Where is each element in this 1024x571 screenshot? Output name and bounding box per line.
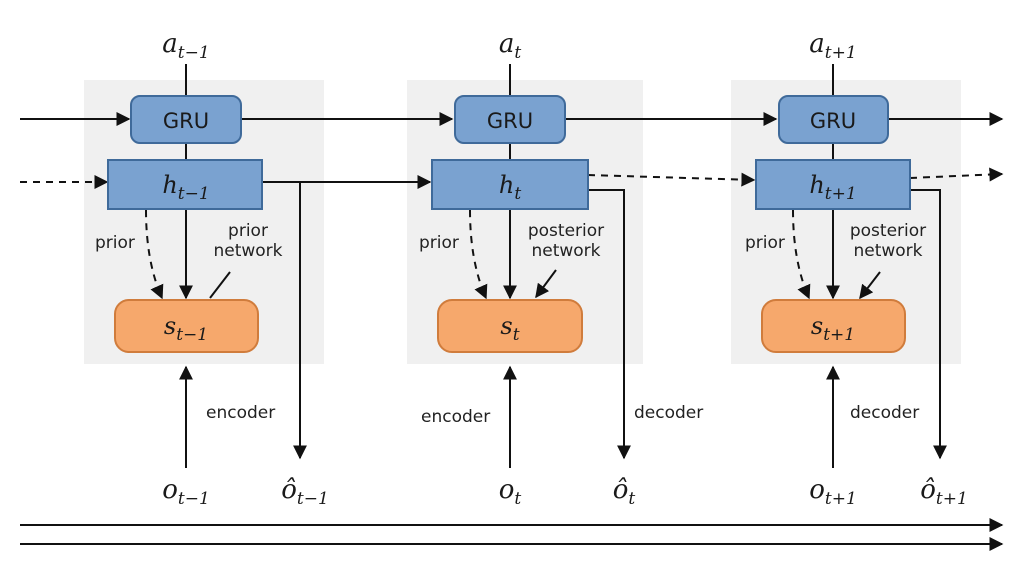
- prior-label-1: prior: [95, 233, 135, 253]
- hidden-sub-3: t+1: [825, 184, 857, 204]
- recon-label-3: ôt+1: [920, 475, 968, 509]
- hidden-label-1: ht−1: [162, 171, 209, 204]
- prior-arrow-2: [469, 209, 488, 300]
- recon-label-1: ôt−1: [281, 475, 329, 509]
- state-sub-2: t: [513, 325, 520, 345]
- gru-label-2: GRU: [487, 109, 533, 133]
- state-label-3: st+1: [811, 312, 855, 345]
- hidden-label-3: ht+1: [809, 171, 856, 204]
- decoder-label-2: decoder: [634, 403, 703, 423]
- hidden-sub-2: t: [514, 184, 521, 204]
- hidden-box-3: ht+1: [755, 159, 911, 210]
- decoder-label-3: decoder: [850, 403, 919, 423]
- hidden-box-1: ht−1: [107, 159, 263, 210]
- prior-label-2: prior: [419, 233, 459, 253]
- state-base-1: s: [164, 312, 176, 340]
- hidden-base-1: h: [162, 171, 177, 199]
- gru-box-1: GRU: [130, 95, 242, 144]
- network-label-1b: network: [213, 241, 282, 261]
- action-base-1: a: [162, 29, 178, 59]
- gru-box-3: GRU: [778, 95, 889, 144]
- posterior-arrow-2: [535, 269, 557, 299]
- network-label-2a: posterior: [528, 221, 604, 241]
- state-base-3: s: [811, 312, 823, 340]
- prior-arrow-3: [792, 209, 811, 300]
- action-base-3: a: [809, 29, 825, 59]
- network-label-3b: network: [853, 241, 922, 261]
- obs-base-1: o: [162, 475, 178, 505]
- action-label-1: at−1: [162, 29, 209, 63]
- recon-sub-1: t−1: [297, 489, 329, 509]
- prior-arrow-1: [145, 209, 164, 300]
- encoder-label-1: encoder: [206, 403, 275, 423]
- hidden-label-2: ht: [499, 171, 521, 204]
- state-sub-3: t+1: [823, 325, 855, 345]
- network-label-1a: prior: [228, 221, 268, 241]
- recon-base-2: ô: [613, 475, 629, 505]
- state-label-1: st−1: [164, 312, 208, 345]
- encoder-label-2: encoder: [421, 407, 490, 427]
- obs-sub-1: t−1: [178, 489, 210, 509]
- state-box-2: st: [437, 299, 583, 353]
- state-base-2: s: [500, 312, 512, 340]
- network-label-3a: posterior: [850, 221, 926, 241]
- hidden-base-2: h: [499, 171, 514, 199]
- action-label-2: at: [499, 29, 522, 63]
- hidden-output-arrow: [909, 167, 1004, 182]
- recon-sub-3: t+1: [936, 489, 968, 509]
- obs-sub-2: t: [514, 489, 521, 509]
- hidden-sub-1: t−1: [178, 184, 210, 204]
- obs-sub-3: t+1: [825, 489, 857, 509]
- recon-label-2: ôt: [613, 475, 636, 509]
- obs-base-3: o: [809, 475, 825, 505]
- state-box-3: st+1: [761, 299, 906, 353]
- recon-base-3: ô: [920, 475, 936, 505]
- posterior-arrow-3: [859, 271, 881, 300]
- action-base-2: a: [499, 29, 515, 59]
- obs-label-3: ot+1: [809, 475, 857, 509]
- state-label-2: st: [500, 312, 519, 345]
- network-label-2b: network: [531, 241, 600, 261]
- state-sub-1: t−1: [176, 325, 208, 345]
- action-label-3: at+1: [809, 29, 856, 63]
- action-sub-3: t+1: [825, 43, 857, 63]
- hidden-base-3: h: [809, 171, 824, 199]
- recon-sub-2: t: [628, 489, 635, 509]
- prior-network-pointer-1: [209, 271, 231, 299]
- obs-label-1: ot−1: [162, 475, 210, 509]
- recon-base-1: ô: [281, 475, 297, 505]
- gru-label-3: GRU: [810, 109, 856, 133]
- obs-label-2: ot: [499, 475, 522, 509]
- decoder-arrow-3: [910, 189, 947, 460]
- decoder-arrow-2: [588, 189, 631, 460]
- obs-base-2: o: [499, 475, 515, 505]
- hidden-box-2: ht: [431, 159, 589, 210]
- gru-label-1: GRU: [163, 109, 209, 133]
- hidden-chain-arrow-2: [587, 172, 756, 187]
- gru-box-2: GRU: [454, 95, 566, 144]
- prior-label-3: prior: [745, 233, 785, 253]
- action-sub-1: t−1: [178, 43, 210, 63]
- action-sub-2: t: [514, 43, 521, 63]
- state-box-1: st−1: [114, 299, 259, 353]
